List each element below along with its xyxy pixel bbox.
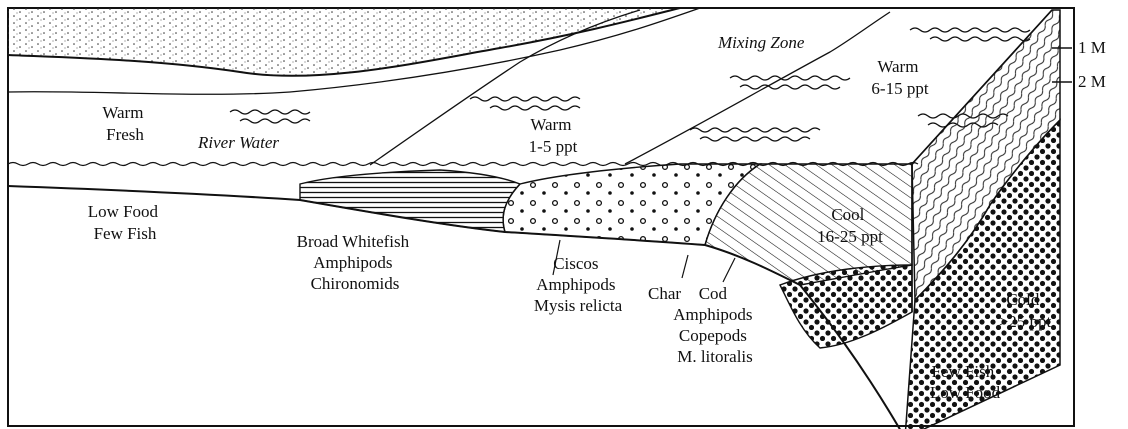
zone-broad-whitefish [300, 170, 520, 232]
label-warm-6-15: Warm 6-15 ppt [871, 57, 928, 98]
label-river-water: River Water [197, 133, 279, 152]
label-depth-1m: 1 M [1078, 38, 1106, 57]
label-depth-2m: 2 M [1078, 72, 1106, 91]
label-warm-1-5: Warm 1-5 ppt [529, 115, 578, 156]
upper-shore-stipple [8, 8, 680, 76]
label-ciscos: Ciscos Amphipods Mysis relicta [534, 254, 623, 315]
label-low-food-few-fish: Low Food Few Fish [88, 202, 163, 243]
label-char: Char [648, 284, 681, 303]
label-mixing-zone: Mixing Zone [717, 33, 805, 52]
label-cod: Cod Amphipods Copepods M. litoralis [673, 284, 757, 366]
label-broad-whitefish: Broad Whitefish Amphipods Chironomids [297, 232, 414, 293]
label-warm-fresh: Warm Fresh [102, 103, 147, 144]
